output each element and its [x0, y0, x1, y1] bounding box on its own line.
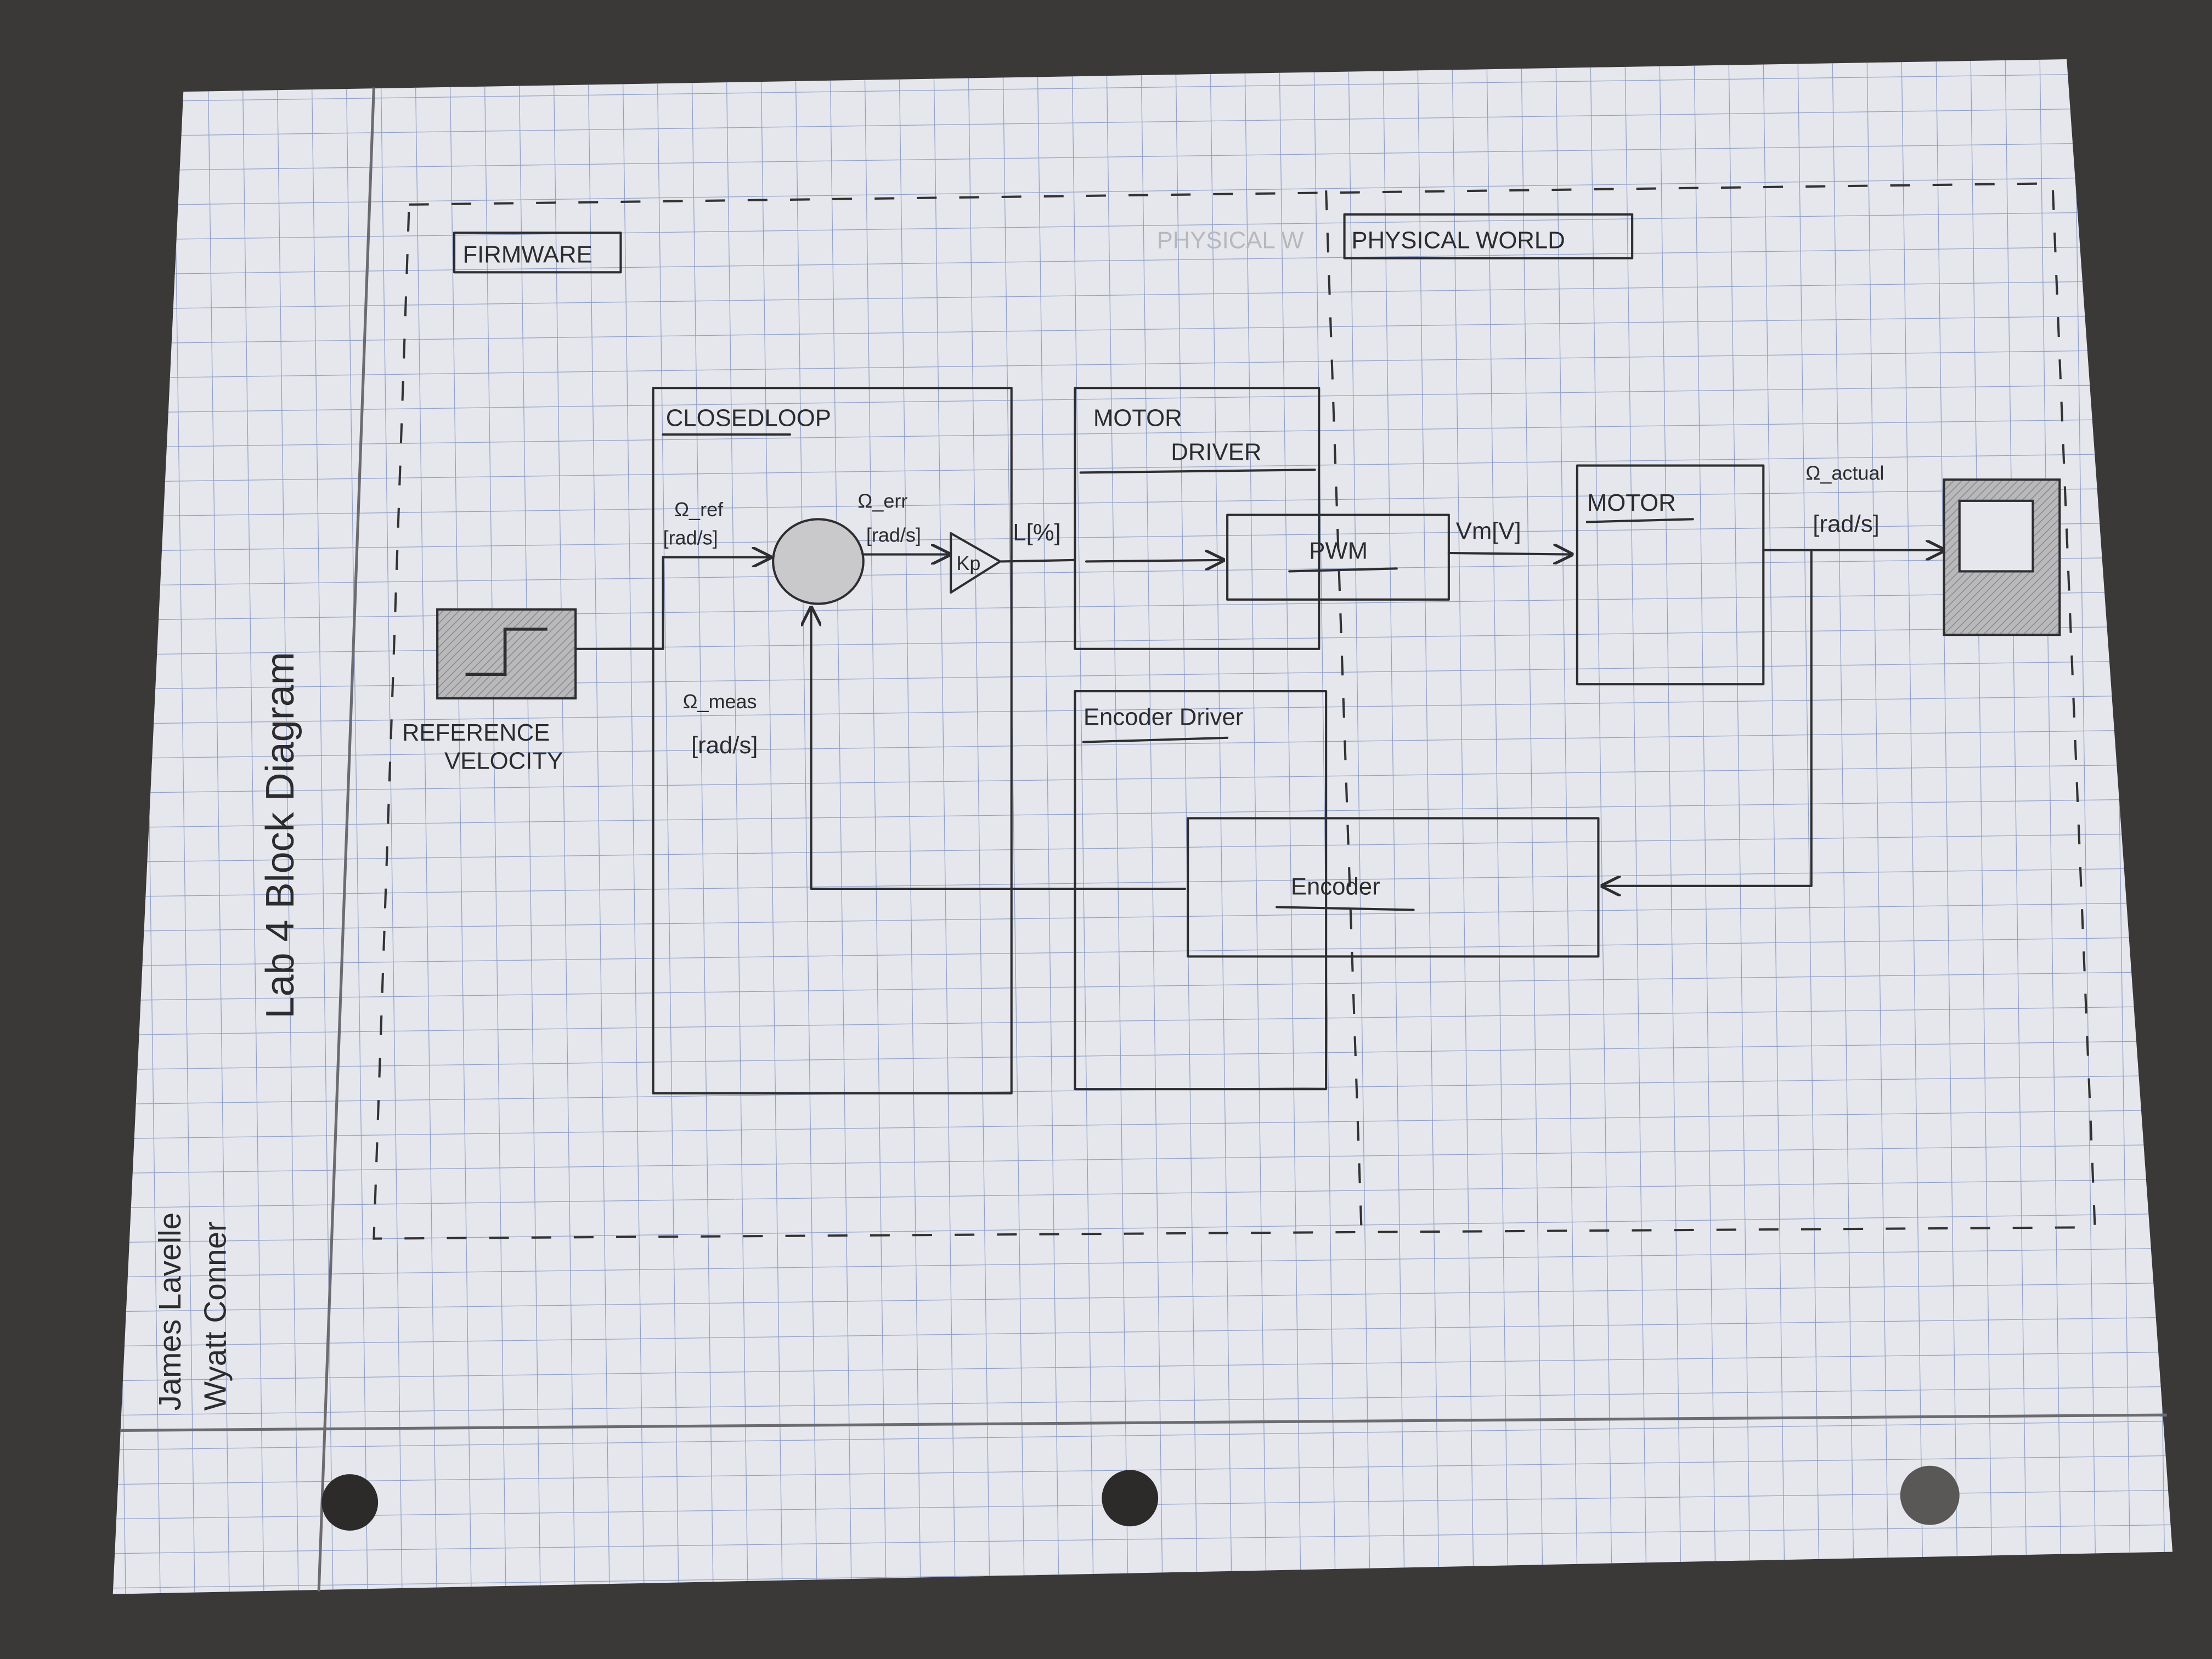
author-2: Wyatt Conner [198, 1221, 232, 1410]
omega-actual-label: Ω_actual [1805, 461, 1884, 484]
feedback-wire [1602, 549, 1813, 886]
closedloop-block [652, 387, 1013, 1094]
motor-label: MOTOR [1587, 489, 1676, 516]
diagram-title: Lab 4 Block Diagram [258, 652, 302, 1018]
duty-wire [1000, 558, 1076, 563]
punch-hole [1900, 1465, 1960, 1525]
voltage-label: Vm[V] [1456, 517, 1521, 544]
margin-line-vertical [317, 87, 375, 1592]
omega-meas-wire [811, 608, 1187, 890]
scope-screen [1958, 499, 2034, 573]
driver-arrow [1085, 560, 1223, 562]
kp-gain-block [950, 532, 1002, 594]
physical-label-box [1343, 213, 1634, 259]
reference-wire [574, 556, 664, 650]
step-icon [465, 628, 548, 676]
omega-meas-label: Ω_meas [683, 690, 757, 713]
motor-driver-label-1: MOTOR [1093, 405, 1182, 432]
pwm-block [1226, 514, 1450, 601]
kp-label: Kp [956, 552, 980, 574]
encoder-driver-block [1074, 690, 1328, 1091]
firmware-label-box [453, 232, 622, 274]
motor-driver-block [1074, 387, 1321, 650]
reference-label-2: VELOCITY [444, 747, 563, 774]
graph-paper [112, 59, 2172, 1594]
omega-ref-unit: [rad/s] [663, 527, 718, 549]
physical-label: PHYSICAL WORLD [1351, 227, 1565, 254]
duty-label: L[%] [1013, 519, 1060, 546]
erased-label: PHYSICAL W [1157, 227, 1305, 254]
physical-boundary [1325, 190, 1363, 1228]
motor-block [1576, 464, 1765, 686]
margin-line-horizontal [120, 1413, 2167, 1432]
omega-ref-label: Ω_ref [674, 498, 724, 521]
closedloop-label: CLOSEDLOOP [666, 405, 831, 432]
summing-junction [772, 518, 865, 605]
encoder-label: Encoder [1291, 873, 1380, 900]
encoder-driver-label: Encoder Driver [1084, 704, 1243, 731]
omega-err-unit: [rad/s] [866, 523, 921, 546]
encoder-block [1187, 817, 1600, 958]
voltage-arrow [1447, 553, 1572, 555]
reference-label-1: REFERENCE [402, 719, 550, 746]
omega-meas-unit: [rad/s] [691, 732, 758, 759]
omega-err-label: Ω_err [857, 490, 907, 512]
punch-hole [321, 1474, 379, 1531]
firmware-label: FIRMWARE [462, 241, 592, 268]
pwm-label: PWM [1309, 537, 1368, 564]
author-1: James Lavelle [153, 1212, 187, 1411]
punch-hole [1102, 1470, 1159, 1527]
omega-actual-unit: [rad/s] [1813, 510, 1879, 537]
firmware-boundary [373, 182, 2096, 1240]
motor-driver-label-2: DRIVER [1171, 438, 1261, 465]
